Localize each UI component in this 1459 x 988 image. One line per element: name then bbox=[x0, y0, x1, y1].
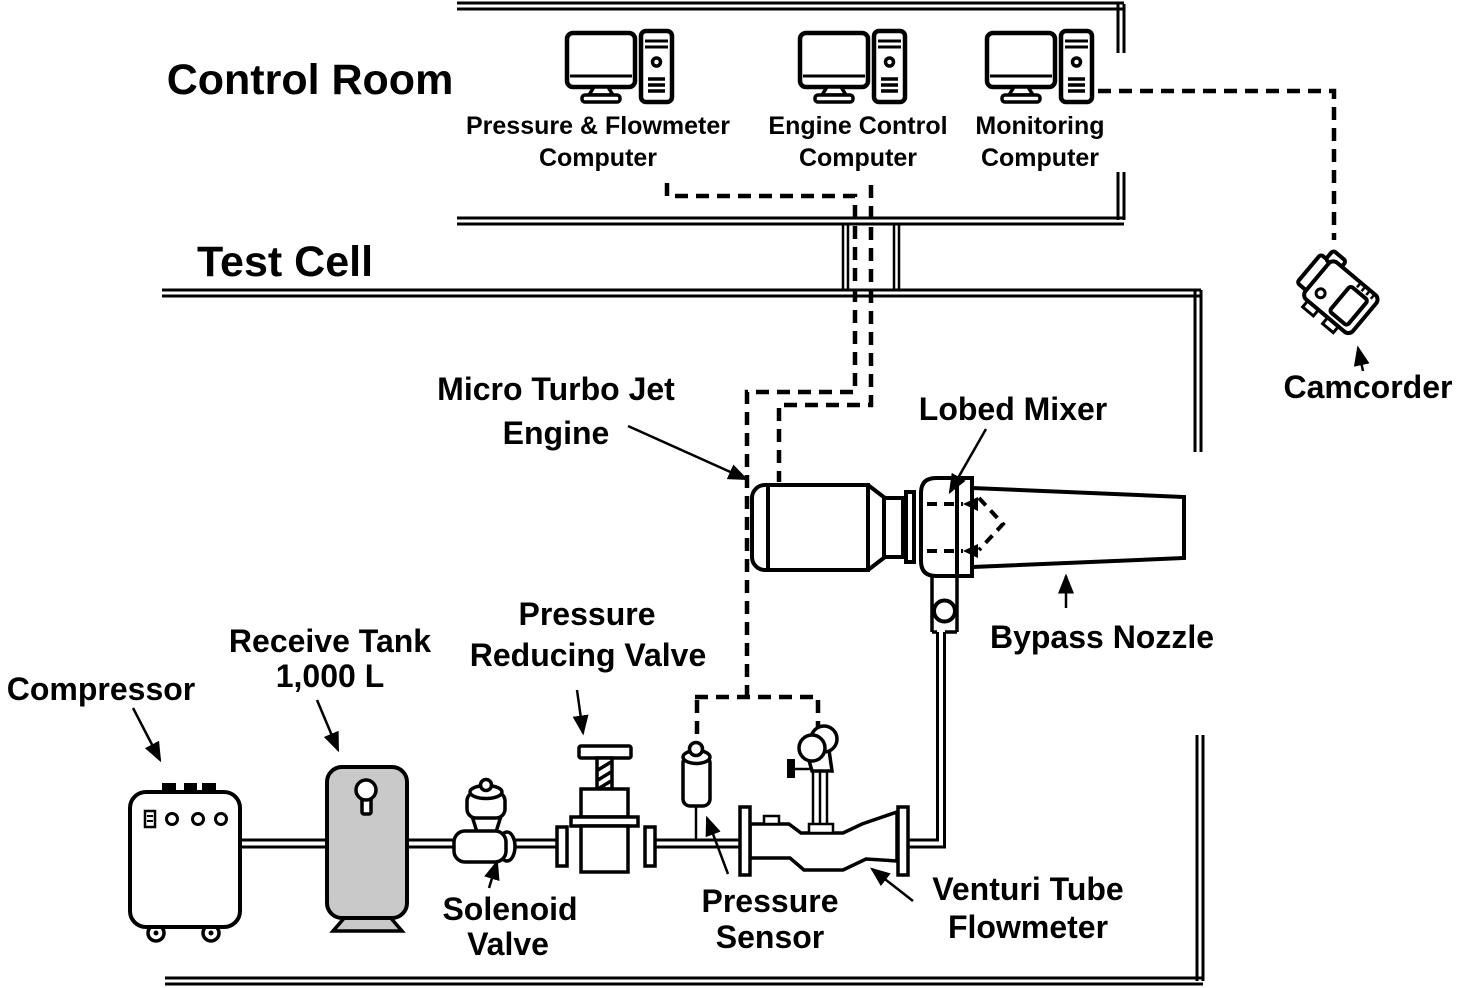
pressure-sensor bbox=[681, 740, 712, 841]
compressor-unit bbox=[128, 783, 242, 943]
computer-icon bbox=[567, 31, 672, 102]
venturi-tube-flowmeter bbox=[738, 724, 910, 877]
camcorder-pointer-arrow bbox=[1353, 345, 1370, 372]
pressure-reducing-valve-pointer-arrow bbox=[572, 689, 589, 736]
cable-monitoring-camcorder bbox=[1098, 88, 1337, 240]
pressure-sensor-label: Sensor bbox=[716, 919, 824, 955]
wall-cable-conduit bbox=[841, 224, 901, 290]
pressure-flowmeter-computer-label: Pressure & Flowmeter bbox=[466, 112, 730, 140]
receive-tank bbox=[325, 765, 409, 933]
pressure-sensor-label: Pressure bbox=[702, 883, 839, 919]
bypass-nozzle-body bbox=[970, 485, 1186, 570]
receive-tank-label: 1,000 L bbox=[276, 658, 385, 694]
lobed-mixer-label: Lobed Mixer bbox=[919, 391, 1107, 427]
lobed-mixer-pointer-arrow bbox=[948, 428, 988, 495]
venturi-label: Venturi Tube bbox=[932, 871, 1123, 907]
compressor-label: Compressor bbox=[7, 671, 196, 707]
pressure-sensor-pointer-arrow bbox=[705, 815, 730, 875]
engine-label: Micro Turbo Jet bbox=[437, 371, 675, 407]
receive-tank-pointer-arrow bbox=[315, 699, 340, 753]
lobed-mixer-flow-lines bbox=[927, 496, 1006, 558]
solenoid-valve-label: Valve bbox=[467, 926, 549, 962]
solenoid-valve-label: Solenoid bbox=[442, 891, 577, 927]
bypass-nozzle-label: Bypass Nozzle bbox=[990, 619, 1214, 655]
lobed-mixer-housing bbox=[919, 476, 974, 578]
monitoring-computer-label: Monitoring bbox=[975, 112, 1104, 140]
control-room-title: Control Room bbox=[167, 56, 454, 104]
cable-pressure-flowmeter bbox=[664, 183, 858, 697]
receive-tank-label: Receive Tank bbox=[229, 623, 431, 659]
mixer-drain-fitting bbox=[930, 576, 959, 634]
venturi-label: Flowmeter bbox=[948, 909, 1108, 945]
bypass-pipe bbox=[908, 632, 946, 849]
test-cell-walls bbox=[162, 288, 1205, 986]
monitoring-computer-label: Computer bbox=[981, 144, 1099, 172]
camcorder-icon bbox=[1296, 249, 1380, 336]
pressure-flowmeter-computer-label: Computer bbox=[539, 144, 657, 172]
test-cell-title: Test Cell bbox=[197, 238, 373, 286]
engine-label: Engine bbox=[503, 415, 610, 451]
solenoid-valve bbox=[452, 777, 517, 864]
pressure-reducing-valve-label: Reducing Valve bbox=[470, 637, 707, 673]
venturi-pointer-arrow bbox=[870, 867, 914, 902]
engine-pointer-arrow bbox=[627, 424, 749, 481]
pressure-reducing-valve-label: Pressure bbox=[519, 596, 656, 632]
compressor-pointer-arrow bbox=[131, 707, 162, 763]
air-supply-pipe bbox=[240, 838, 740, 849]
pressure-reducing-valve bbox=[555, 744, 657, 874]
micro-turbo-jet-engine bbox=[750, 483, 916, 572]
cable-engine-control bbox=[776, 185, 874, 482]
computer-icon bbox=[800, 31, 905, 102]
control-room-walls bbox=[457, 1, 1126, 226]
cable-sensor-branch bbox=[694, 694, 821, 739]
engine-control-computer-label: Engine Control bbox=[768, 112, 947, 140]
computer-icon bbox=[987, 31, 1092, 102]
solenoid-valve-pointer-arrow bbox=[484, 859, 500, 889]
camcorder-label: Camcorder bbox=[1284, 369, 1453, 405]
engine-control-computer-label: Computer bbox=[799, 144, 917, 172]
